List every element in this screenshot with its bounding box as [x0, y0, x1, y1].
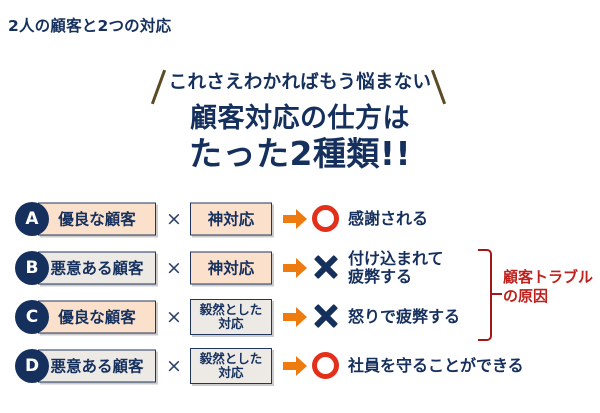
operator-d: ×: [166, 354, 182, 377]
result-cross-icon-c: [312, 302, 342, 332]
customer-chip-a: 優良な顧客: [38, 202, 156, 235]
response-chip-a: 神対応: [190, 202, 272, 235]
outcome-line-1-b: 付け込まれて: [348, 248, 444, 268]
arrow-right-icon-c: [283, 306, 307, 327]
operator-b: ×: [166, 256, 182, 279]
outcome-text-c: 怒りで疲弊する: [348, 306, 461, 326]
result-circle-icon-d: [312, 351, 342, 381]
callout-bracket-tick: [492, 293, 502, 295]
callout-caption: 顧客トラブル の原因: [503, 268, 593, 306]
outcome-line-2-b: 疲弊する: [348, 266, 413, 286]
response-chip-c-line-2: 対応: [218, 315, 244, 331]
outcome-text-b: 付け込まれて 疲弊する: [348, 248, 444, 286]
row-badge-b: B: [15, 250, 49, 285]
customer-chip-c: 優良な顧客: [38, 300, 156, 333]
callout-caption-line-1: 顧客トラブル: [503, 268, 594, 286]
response-chip-d-line-1: 毅然とした: [199, 350, 263, 366]
response-chip-d: 毅然とした 対応: [190, 347, 272, 384]
row-badge-c: C: [15, 299, 49, 334]
response-chip-b: 神対応: [190, 251, 272, 284]
operator-c: ×: [166, 305, 182, 328]
outcome-line-1-d: 社員を守ることができる: [348, 355, 524, 375]
matrix-row-a: A 優良な顧客 × 神対応 感謝される: [0, 194, 600, 243]
response-chip-c: 毅然とした 対応: [190, 298, 272, 335]
response-chip-c-line-1: 毅然とした: [199, 301, 263, 317]
customer-chip-d: 悪意ある顧客: [38, 349, 156, 382]
operator-a: ×: [166, 207, 182, 230]
outcome-line-1-c: 怒りで疲弊する: [348, 306, 461, 326]
result-circle-icon-a: [312, 204, 342, 234]
headline-kicker: これさえわかればもう悩まない: [168, 72, 432, 93]
customer-chip-b: 悪意ある顧客: [38, 251, 156, 284]
kicker-row: これさえわかればもう悩まない: [0, 66, 600, 105]
arrow-right-icon-d: [283, 355, 307, 376]
row-badge-d: D: [15, 348, 49, 383]
outcome-line-1-a: 感謝される: [348, 208, 429, 228]
page-title: 2人の顧客と2つの対応: [8, 17, 172, 35]
matrix-row-c: C 優良な顧客 × 毅然とした 対応 怒りで疲弊する: [0, 292, 600, 341]
matrix-rows: A 優良な顧客 × 神対応 感謝される B 悪意ある顧客 × 神対応: [0, 194, 600, 390]
matrix-row-d: D 悪意ある顧客 × 毅然とした 対応 社員を守ることができる: [0, 341, 600, 390]
headline-block: これさえわかればもう悩まない 顧客対応の仕方は たった2種類!!: [0, 66, 600, 173]
arrow-right-icon-b: [283, 257, 307, 278]
matrix-row-b: B 悪意ある顧客 × 神対応 付け込まれて 疲弊する: [0, 243, 600, 292]
row-badge-a: A: [15, 201, 49, 236]
response-chip-d-line-2: 対応: [218, 364, 244, 380]
result-cross-icon-b: [312, 253, 342, 283]
arrow-right-icon-a: [283, 208, 307, 229]
outcome-text-a: 感謝される: [348, 208, 429, 228]
callout-bracket: [478, 249, 492, 341]
callout-caption-line-2: の原因: [503, 287, 549, 305]
headline-line-1: 顧客対応の仕方は: [190, 103, 410, 134]
outcome-text-d: 社員を守ることができる: [348, 355, 524, 375]
headline-line-2: たった2種類!!: [188, 134, 412, 173]
